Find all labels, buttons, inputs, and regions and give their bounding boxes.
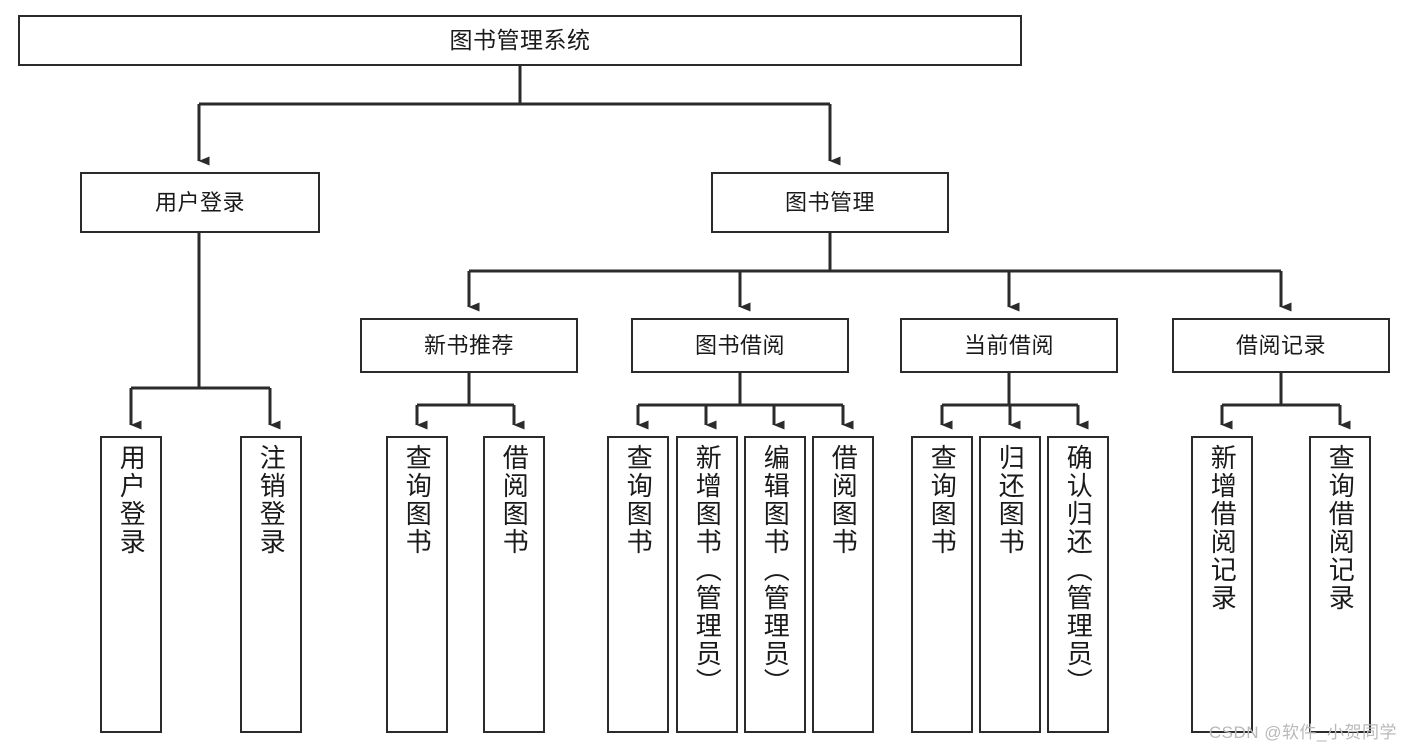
node-book-manage[interactable]: 图书管理	[711, 172, 949, 233]
node-leaf-confirm-return[interactable]: 确认归还（管理员）	[1047, 436, 1109, 733]
node-label: 新书推荐	[423, 332, 514, 358]
node-leaf-logout-login[interactable]: 注销登录	[240, 436, 302, 733]
node-current-borrow[interactable]: 当前借阅	[900, 318, 1118, 373]
node-label: 用户登录	[154, 189, 245, 215]
node-label: 图书管理系统	[449, 27, 591, 54]
node-label: 确认归还（管理员）	[1063, 444, 1094, 696]
node-leaf-query-borrow-record[interactable]: 查询借阅记录	[1309, 436, 1371, 733]
node-label: 图书管理	[784, 189, 875, 215]
node-leaf-query-book-recommend[interactable]: 查询图书	[386, 436, 448, 733]
node-leaf-borrow-book[interactable]: 借阅图书	[812, 436, 874, 733]
node-label: 借阅记录	[1235, 332, 1326, 358]
node-label: 当前借阅	[963, 332, 1054, 358]
node-root-book-management-system[interactable]: 图书管理系统	[18, 15, 1022, 66]
node-leaf-user-login[interactable]: 用户登录	[100, 436, 162, 733]
node-label: 编辑图书（管理员）	[760, 444, 791, 696]
node-label: 注销登录	[256, 444, 287, 556]
node-user-login[interactable]: 用户登录	[80, 172, 320, 233]
node-borrow-record[interactable]: 借阅记录	[1172, 318, 1390, 373]
node-leaf-edit-book[interactable]: 编辑图书（管理员）	[744, 436, 806, 733]
node-leaf-query-book-current[interactable]: 查询图书	[911, 436, 973, 733]
node-leaf-add-borrow-record[interactable]: 新增借阅记录	[1191, 436, 1253, 733]
node-label: 查询图书	[927, 444, 958, 556]
node-leaf-borrow-book-recommend[interactable]: 借阅图书	[483, 436, 545, 733]
node-label: 查询图书	[402, 444, 433, 556]
node-label: 图书借阅	[694, 332, 785, 358]
node-book-borrow[interactable]: 图书借阅	[631, 318, 849, 373]
node-leaf-return-book[interactable]: 归还图书	[979, 436, 1041, 733]
node-label: 查询图书	[623, 444, 654, 556]
node-label: 归还图书	[995, 444, 1026, 556]
node-label: 新增借阅记录	[1207, 444, 1238, 612]
node-label: 借阅图书	[828, 444, 859, 556]
node-new-book-recommend[interactable]: 新书推荐	[360, 318, 578, 373]
node-leaf-add-book[interactable]: 新增图书（管理员）	[676, 436, 738, 733]
node-label: 借阅图书	[499, 444, 530, 556]
node-label: 用户登录	[116, 444, 147, 556]
node-label: 查询借阅记录	[1325, 444, 1356, 612]
node-leaf-query-book-borrow[interactable]: 查询图书	[607, 436, 669, 733]
node-label: 新增图书（管理员）	[692, 444, 723, 696]
